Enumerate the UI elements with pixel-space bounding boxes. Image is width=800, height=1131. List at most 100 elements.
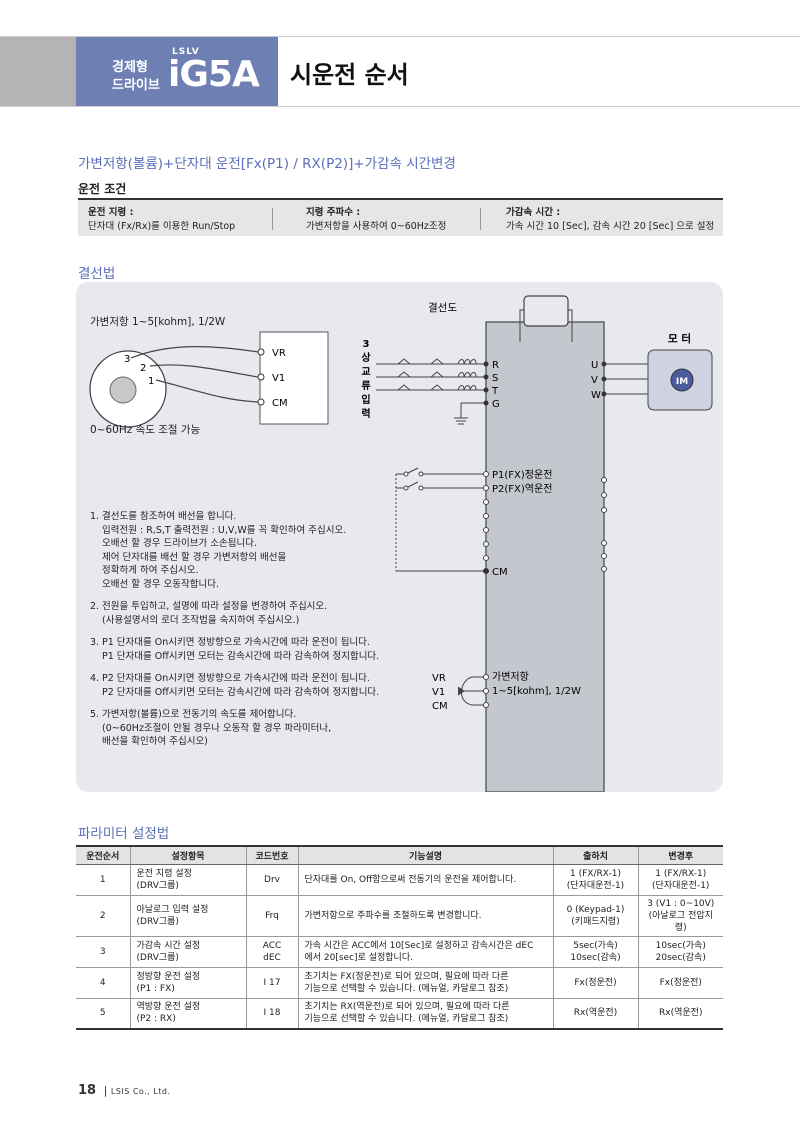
cell-line: 아날로그 입력 설정 [136, 904, 209, 915]
note-line: 오배선 할 경우 드라이브가 소손됩니다. [102, 538, 257, 549]
cell-line: ACC [262, 940, 282, 951]
cell-line: (P2 : RX) [136, 1014, 176, 1025]
wire-pin1-cm [155, 379, 259, 403]
switch-contact [418, 485, 424, 491]
note-2: 2.전원을 투입하고, 설명에 따라 설정을 변경하여 주십시오. (사용설명서… [90, 600, 450, 627]
drive-cm-label: CM [432, 701, 448, 712]
terminal-v: V [591, 375, 598, 386]
cell-code: I 17 [245, 967, 298, 999]
note-line: P2 단자대를 Off시키면 모터는 감속시간에 따라 감속하여 정지합니다. [102, 686, 380, 698]
terminal-cm-dot [483, 568, 489, 574]
switch-contact [418, 471, 424, 477]
cell-changed: 10sec(가속)20sec(감속) [637, 936, 723, 968]
right-control-terminals [601, 477, 607, 572]
cell-line: 운전 지령 설정 [136, 868, 192, 879]
cell-item: 운전 지령 설정(DRV그룹) [129, 864, 246, 896]
cell-line: 단자대를 On, Off함으로써 전동기의 운전을 제어합니다. [304, 874, 517, 885]
p2-label: P2(FX)역운전 [492, 483, 552, 495]
cell-line: I 18 [263, 1008, 281, 1019]
condition-label: 지령 주파수 : [306, 207, 361, 218]
speed-range-label: 0~60Hz 속도 조절 가능 [90, 423, 201, 436]
pot-pin-1: 1 [148, 376, 154, 387]
power-input-lines [376, 358, 486, 425]
footer-separator: | [103, 1084, 108, 1097]
note-line: 배선을 확인하여 주십시오) [102, 736, 208, 747]
note-number: 2. [90, 601, 100, 612]
note-line: 전원을 투입하고, 설명에 따라 설정을 변경하여 주십시오. [102, 601, 328, 612]
cell-line: 역방향 운전 설정 [136, 1002, 201, 1013]
table-row: 4 정방향 운전 설정(P1 : FX) I 17 초기치는 FX(정운전)로 … [76, 967, 723, 999]
cell-code: I 18 [245, 998, 298, 1030]
drive-pot-wiring [457, 676, 484, 706]
cell-seq: 4 [76, 967, 130, 999]
brand-line-2: 드라이브 [112, 78, 160, 93]
condition-divider [480, 208, 481, 230]
cell-line: I 17 [263, 977, 281, 988]
condition-run-command: 운전 지령 : 단자대 (Fx/Rx)를 이용한 Run/Stop [88, 206, 235, 234]
cell-line: (DRV그룹) [136, 916, 179, 927]
cell-line: 5sec(가속) [573, 940, 618, 951]
terminal-s: S [492, 373, 498, 384]
brand-model: iG5A [168, 54, 260, 95]
cell-desc: 가변저항으로 주파수를 조절하도록 변경합니다. [297, 895, 553, 937]
inverter-drive-body [485, 321, 605, 792]
wire-pin2-v1 [149, 364, 259, 378]
column-header: 코드번호 [245, 845, 298, 865]
note-line: 결선도를 참조하여 배선을 합니다. [102, 511, 237, 522]
brand-series: LSLV [172, 47, 200, 57]
terminal-g: G [492, 399, 500, 410]
potentiometer-knob [109, 376, 137, 404]
page-footer: 18 | LSIS Co., Ltd. [78, 1083, 171, 1098]
company-name: LSIS Co., Ltd. [110, 1087, 171, 1096]
note-5: 5.가변저항(볼륨)으로 전동기의 속도를 제어합니다. (0~60Hz조절이 … [90, 708, 450, 749]
cm-label: CM [492, 567, 508, 578]
pot-terminal-box [259, 331, 329, 425]
cell-item: 가감속 시간 설정(DRV그룹) [129, 936, 246, 968]
drive-keypad [523, 295, 569, 327]
brand-line-1: 경제형 [112, 60, 148, 75]
condition-text: 가변저항을 사용하여 0~60Hz조정 [306, 221, 447, 232]
cell-seq: 3 [76, 936, 130, 968]
motor-symbol: IM [676, 377, 688, 387]
run-switches [395, 467, 484, 572]
table-header-row: 운전순서 설정항목 코드번호 기능설명 출하치 변경후 [76, 845, 723, 865]
pot-terminal-v1: V1 [272, 373, 285, 384]
cell-line: (DRV그룹) [136, 952, 179, 963]
cell-factory: 5sec(가속)10sec(감속) [552, 936, 638, 968]
cell-line: 1 (FX/RX-1) [655, 868, 707, 879]
cell-seq: 2 [76, 895, 130, 937]
note-line: P1 단자대를 On시키면 정방향으로 가속시간에 따라 운전이 됩니다. [102, 637, 370, 648]
cell-changed: Fx(정운전) [637, 967, 723, 999]
cell-line: 기능으로 선택할 수 있습니다. (메뉴얼, 카달로그 참조) [304, 1014, 509, 1025]
column-header: 변경후 [637, 845, 723, 865]
cell-line: 3 (V1 : 0~10V) [647, 898, 715, 909]
note-number: 3. [90, 637, 100, 648]
table-row: 1 운전 지령 설정(DRV그룹) Drv 단자대를 On, Off함으로써 전… [76, 864, 723, 896]
operating-conditions-box: 운전 지령 : 단자대 (Fx/Rx)를 이용한 Run/Stop 지령 주파수… [78, 198, 723, 236]
cell-line: 초기치는 RX(역운전)로 되어 있으며, 필요에 따라 다른 [304, 1002, 510, 1013]
note-3: 3.P1 단자대를 On시키면 정방향으로 가속시간에 따라 운전이 됩니다. … [90, 636, 450, 663]
drive-vr-label: VR [432, 673, 446, 684]
table-row: 5 역방향 운전 설정(P2 : RX) I 18 초기치는 RX(역운전)로 … [76, 998, 723, 1030]
note-number: 5. [90, 709, 100, 720]
note-line: P1 단자대를 Off시키면 모터는 감속시간에 따라 감속하여 정지합니다. [102, 650, 380, 662]
diagram-title: 결선도 [428, 302, 457, 314]
terminal-u: U [591, 360, 598, 371]
pot-pin-2: 2 [140, 363, 146, 374]
terminal-r: R [492, 360, 499, 371]
condition-label: 운전 지령 : [88, 207, 134, 218]
wiring-notes: 1.결선도를 참조하여 배선을 합니다. 입력전원 : R,S,T 출력전원 :… [90, 510, 450, 758]
section-title-params: 파라미터 설정법 [78, 826, 170, 842]
note-line: 제어 단자대를 배선 할 경우 가변저항의 배선을 [102, 551, 287, 563]
cell-factory: 0 (Keypad-1)(키패드지령) [552, 895, 638, 937]
column-header: 운전순서 [76, 845, 130, 865]
pot-terminal-vr: VR [272, 348, 286, 359]
cell-line: Fx(정운전) [574, 977, 617, 988]
cell-line: Fx(정운전) [659, 977, 702, 988]
section-title-wiring: 결선법 [78, 266, 116, 282]
terminal-v1 [257, 373, 265, 381]
brand-korean-name: 경제형 드라이브 [112, 59, 160, 95]
cell-line: dEC [263, 952, 281, 963]
